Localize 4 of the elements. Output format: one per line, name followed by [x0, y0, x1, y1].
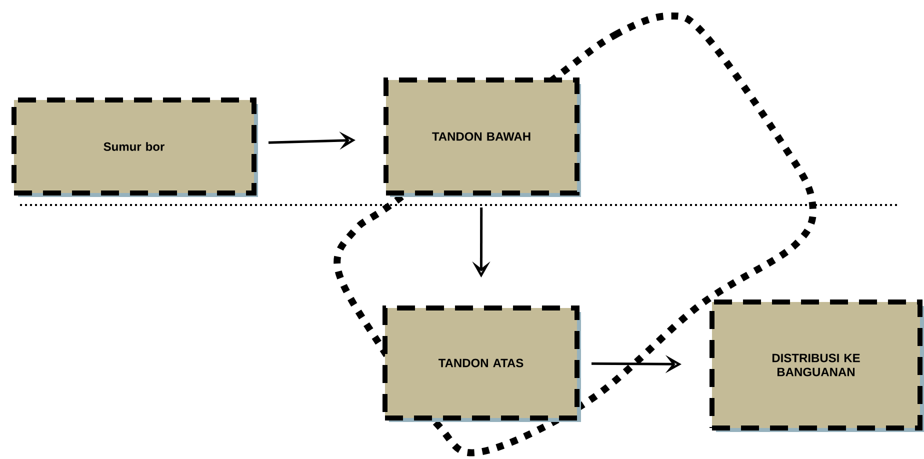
process-box: TANDON ATAS [382, 306, 581, 422]
process-box: TANDON BAWAH [384, 78, 581, 197]
process-box: DISTRIBUSI KE BANGUANAN [710, 300, 924, 432]
process-box: Sumur bor [12, 98, 258, 197]
